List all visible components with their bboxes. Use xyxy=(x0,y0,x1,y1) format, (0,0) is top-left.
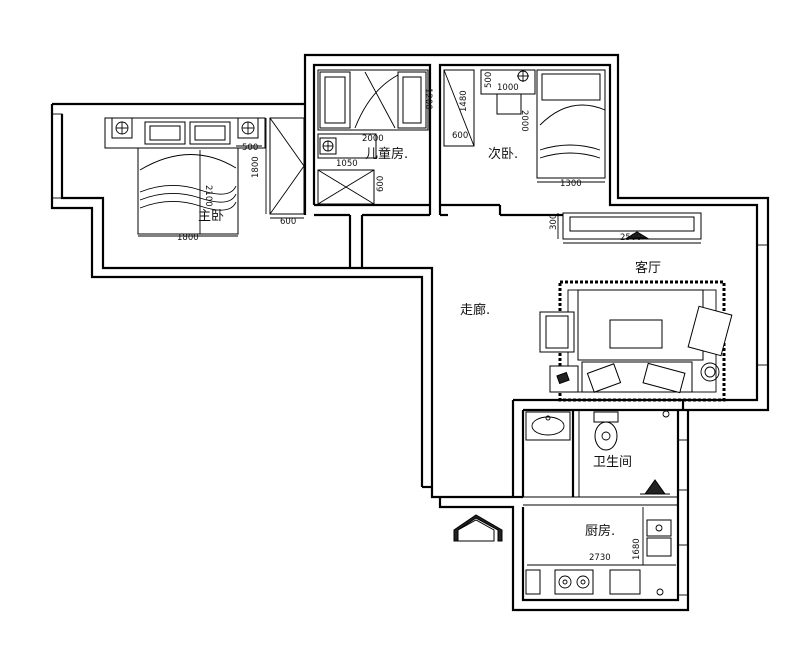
dim-master-nightstand: 500 xyxy=(242,143,258,153)
dim-second-desk-depth: 500 xyxy=(484,72,494,88)
dim-tv-cabinet-depth: 300 xyxy=(549,214,559,230)
toilet xyxy=(594,421,618,451)
dim-kids-wardrobe: 600 xyxy=(376,176,386,192)
kitchen-sink-1 xyxy=(646,519,672,537)
bathroom xyxy=(525,410,670,495)
dim-second-desk-width: 1000 xyxy=(497,83,519,93)
dim-master-bed-width: 1800 xyxy=(177,233,199,243)
windows xyxy=(51,113,769,596)
dim-master-wardrobe-depth: 600 xyxy=(280,217,296,227)
toilet-tank xyxy=(593,411,619,423)
dim-kids-bed-width: 1200 xyxy=(423,88,433,110)
label-master-bedroom: 主卧 xyxy=(198,209,224,224)
dim-kids-desk: 1050 xyxy=(336,159,358,169)
coffee-table xyxy=(609,319,663,349)
label-second-bedroom: 次卧. xyxy=(488,146,518,162)
kitchen xyxy=(525,507,676,596)
label-bathroom: 卫生间 xyxy=(593,455,632,470)
second-desk xyxy=(480,69,536,95)
dim-tv-cabinet-length: 2500 xyxy=(620,233,642,243)
dim-kids-bed-length: 2000 xyxy=(362,134,384,144)
label-living-room: 客厅 xyxy=(635,260,661,276)
dim-second-wardrobe-length: 1480 xyxy=(459,90,469,112)
master-bedroom xyxy=(104,117,305,237)
second-bedroom xyxy=(443,69,606,183)
stove xyxy=(554,569,594,595)
dim-master-bed-length: 2100 xyxy=(203,185,213,207)
master-wardrobe xyxy=(269,117,305,215)
dim-second-bed-length: 2000 xyxy=(519,110,529,132)
living-room xyxy=(539,212,733,402)
dim-kitchen-side: 1680 xyxy=(632,538,642,560)
kitchen-sink-2 xyxy=(646,537,672,557)
entrance-arrow-icon xyxy=(453,514,503,542)
label-corridor: 走廊. xyxy=(460,302,490,318)
label-kids-room: 儿童房. xyxy=(365,146,408,162)
second-chair xyxy=(496,93,522,115)
kids-room xyxy=(317,69,429,205)
dim-kitchen-counter: 2730 xyxy=(589,553,611,563)
armchair-right xyxy=(687,305,733,357)
dim-master-wardrobe-length: 1800 xyxy=(251,156,261,178)
fridge xyxy=(609,569,641,595)
dim-second-wardrobe-depth: 600 xyxy=(452,131,468,141)
label-kitchen: 厨房. xyxy=(585,523,615,539)
dim-second-bed-width: 1300 xyxy=(560,179,582,189)
